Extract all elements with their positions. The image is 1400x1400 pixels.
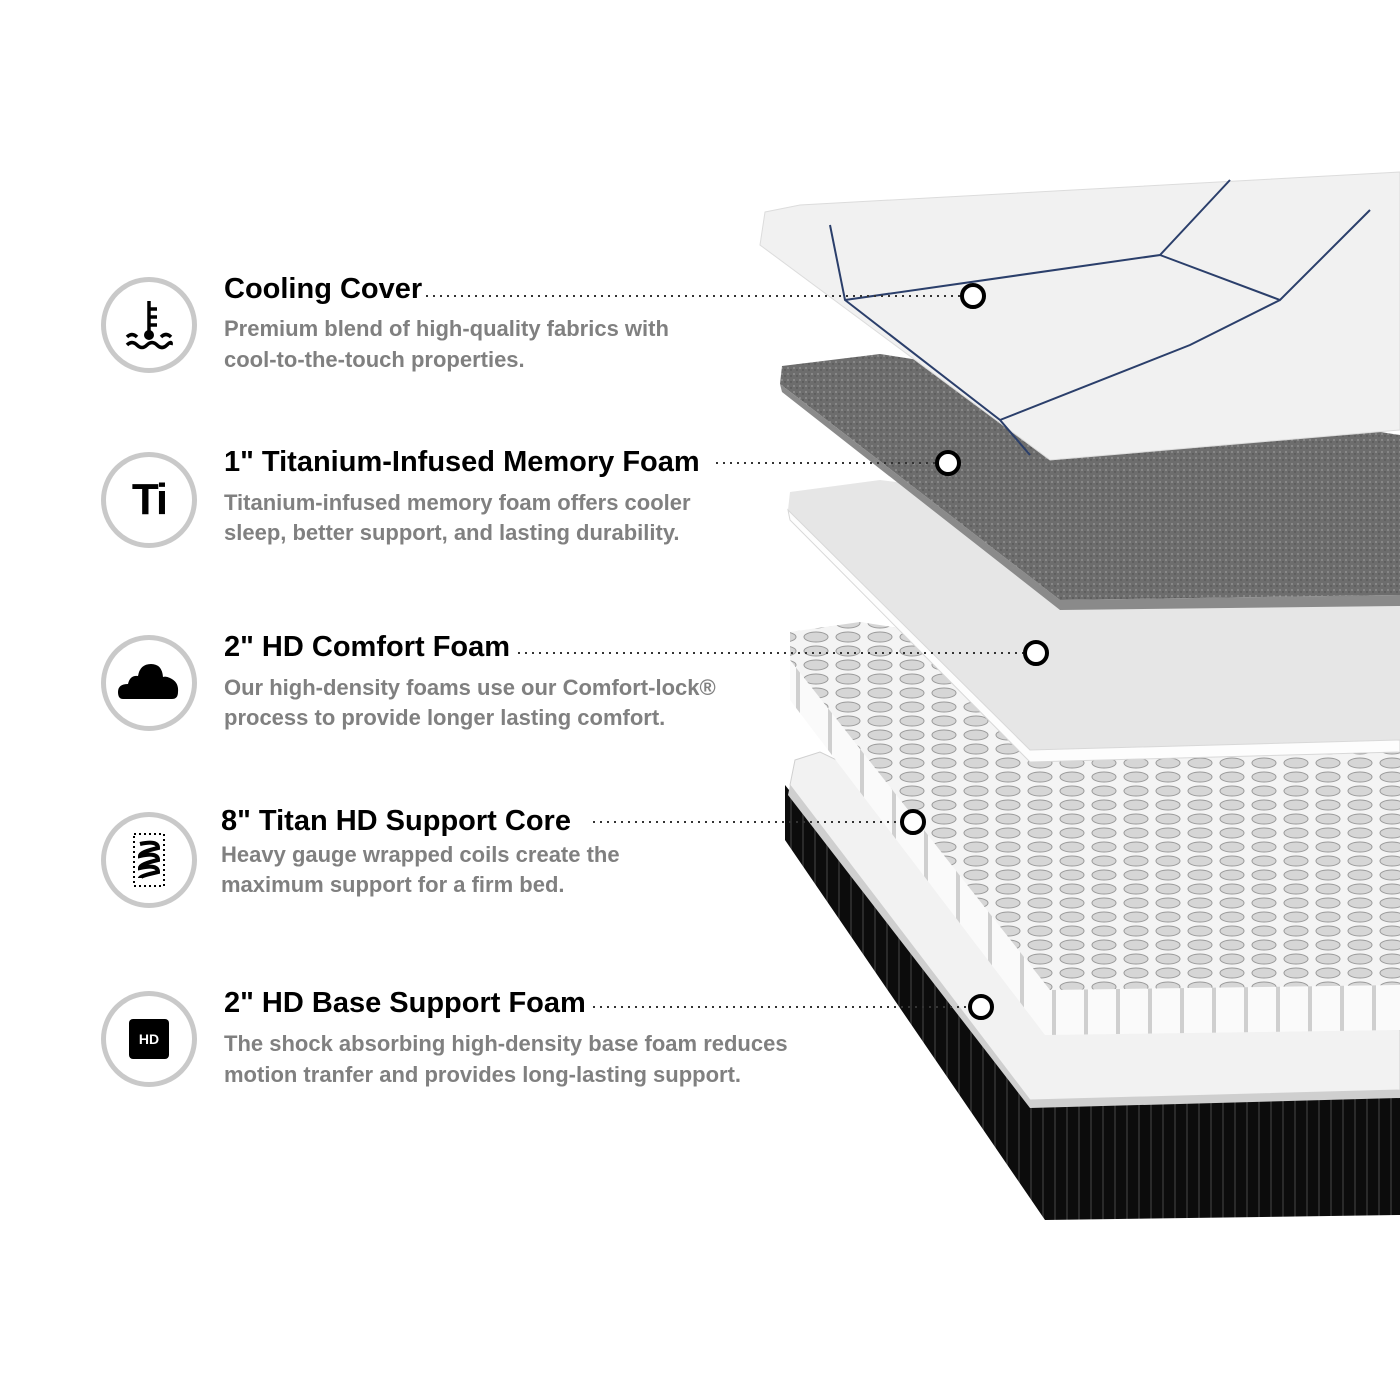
coil-spring-icon: [101, 812, 197, 908]
marker-support-core: [900, 809, 926, 835]
base-knit-border: [785, 785, 1400, 1220]
feature-desc-line: Our high-density foams use our Comfort-l…: [224, 675, 716, 700]
marker-base-foam: [968, 994, 994, 1020]
feature-title: 2" HD Comfort Foam: [224, 631, 511, 663]
hd-icon-text: HD: [129, 1019, 169, 1059]
cloud-icon: [101, 635, 197, 731]
marker-cooling-cover: [960, 283, 986, 309]
feature-desc-line: cool-to-the-touch properties.: [224, 347, 525, 372]
feature-desc-line: The shock absorbing high-density base fo…: [224, 1031, 788, 1056]
feature-title: 2" HD Base Support Foam: [224, 987, 586, 1019]
marker-titanium-foam: [935, 450, 961, 476]
feature-desc-line: sleep, better support, and lasting durab…: [224, 520, 680, 545]
feature-desc-line: process to provide longer lasting comfor…: [224, 705, 666, 730]
marker-comfort-foam: [1023, 640, 1049, 666]
titanium-icon-text: Ti: [131, 475, 168, 524]
feature-desc-line: motion tranfer and provides long-lasting…: [224, 1062, 742, 1087]
hd-icon: HD: [101, 991, 197, 1087]
titanium-icon: Ti: [101, 452, 197, 548]
thermometer-water-icon: [101, 277, 197, 373]
feature-desc-line: maximum support for a firm bed.: [221, 872, 565, 897]
feature-title: 1" Titanium-Infused Memory Foam: [224, 446, 700, 478]
feature-desc-line: Premium blend of high-quality fabrics wi…: [224, 316, 669, 341]
cooling-cover-layer: [759, 171, 1400, 461]
feature-title: Cooling Cover: [224, 273, 423, 305]
feature-desc-line: Titanium-infused memory foam offers cool…: [224, 490, 691, 515]
feature-desc-line: Heavy gauge wrapped coils create the: [221, 842, 620, 867]
feature-title: 8" Titan HD Support Core: [221, 805, 571, 837]
